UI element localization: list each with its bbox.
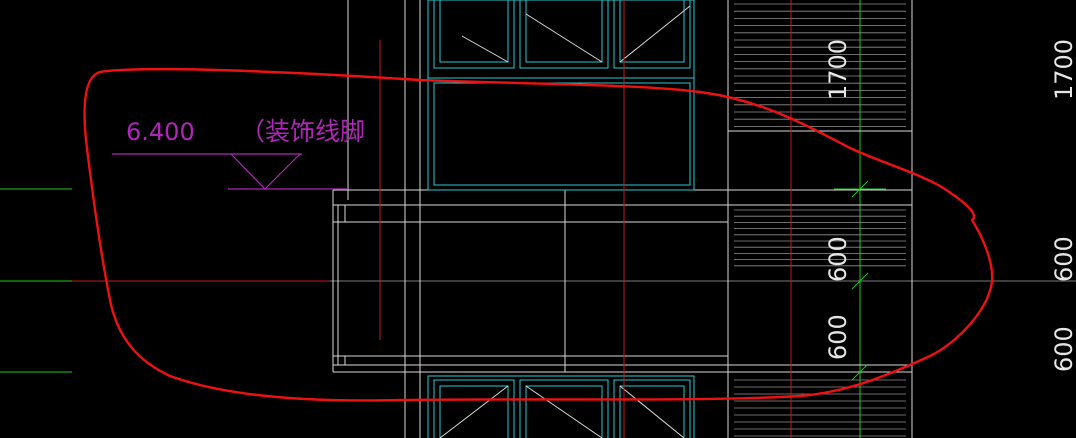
dimension-upper-left: 1700: [824, 39, 852, 100]
elevation-note: （装饰线脚: [240, 117, 365, 146]
elevation-value: 6.400: [126, 118, 195, 146]
hatch-pattern: [734, 3, 906, 437]
window-top-swing-marks: [461, 5, 691, 63]
axis-lines: [72, 0, 792, 438]
dimension-ticks: [851, 180, 869, 381]
elevation-marker: [112, 153, 348, 190]
window-bottom: [427, 375, 695, 438]
dimension-middle-left: 600: [824, 236, 852, 282]
window-bottom-swing-marks: [439, 385, 685, 438]
dimension-lower-right: 600: [1050, 326, 1076, 372]
dimension-upper-right: 1700: [1050, 39, 1076, 100]
dimension-middle-right: 600: [1050, 236, 1076, 282]
markup-cloud: [83, 67, 994, 402]
dimension-lower-left: 600: [824, 314, 852, 360]
